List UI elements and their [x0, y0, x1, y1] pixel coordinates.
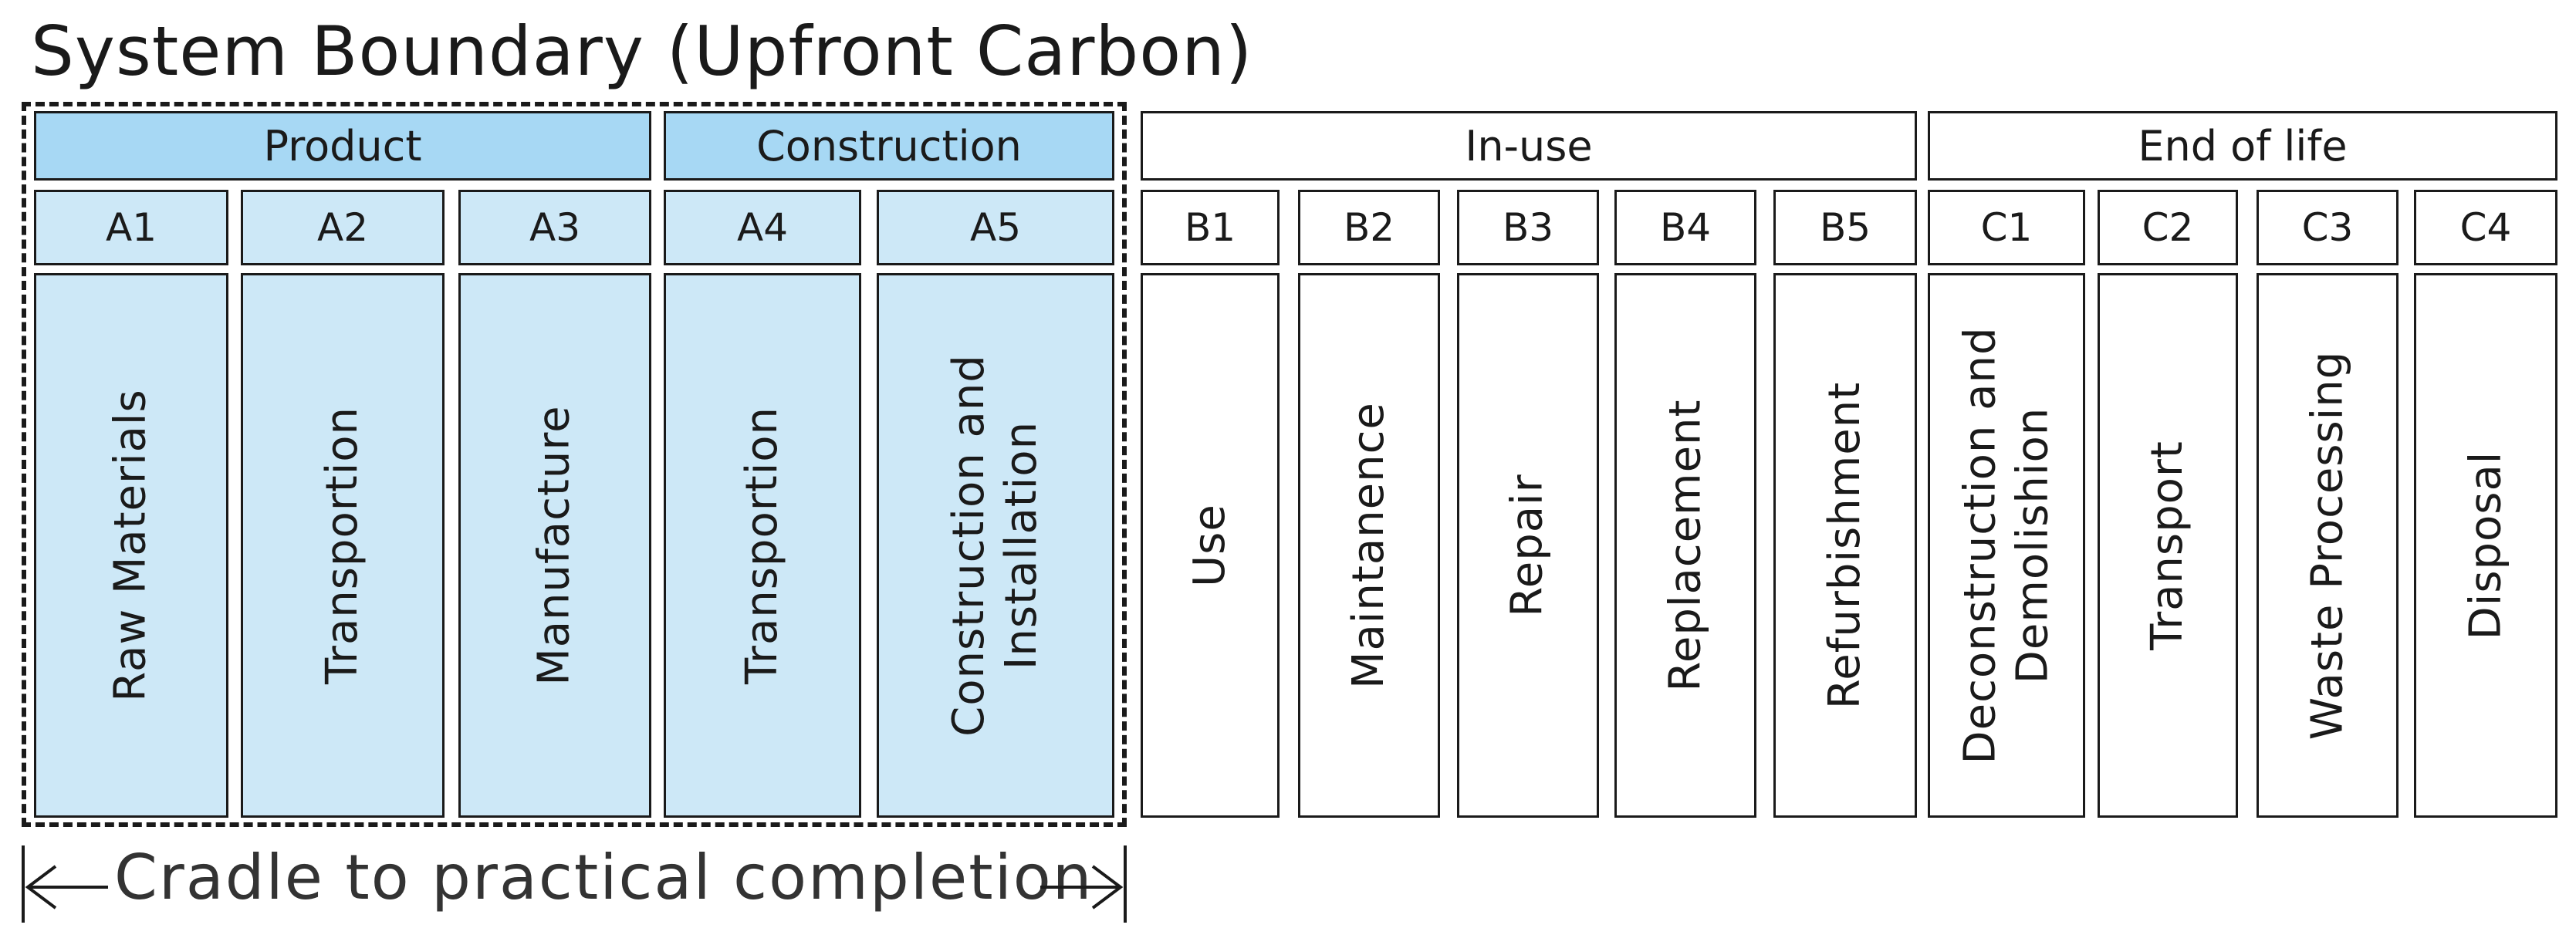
module-box-a5: Construction and Installation [877, 273, 1114, 818]
module-label-a4: Transportion [737, 406, 787, 685]
module-code-b4: B4 [1614, 190, 1756, 265]
module-code-a5: A5 [877, 190, 1114, 265]
module-label-a2: Transportion [317, 406, 367, 685]
module-label-b3: Repair [1503, 474, 1553, 617]
module-code-c4: C4 [2414, 190, 2557, 265]
cradle-to-practical-completion-label: Cradle to practical completion [114, 842, 1094, 913]
module-code-b1: B1 [1141, 190, 1280, 265]
span-left-tick [22, 845, 25, 923]
left-arrow-icon [25, 865, 108, 910]
span-right-tick [1124, 845, 1127, 923]
module-box-b5: Refurbishment [1773, 273, 1917, 818]
module-code-c2: C2 [2098, 190, 2238, 265]
module-label-b1: Use [1185, 504, 1235, 587]
module-box-a3: Manufacture [458, 273, 651, 818]
module-box-b4: Replacement [1614, 273, 1756, 818]
module-box-c2: Transport [2098, 273, 2238, 818]
module-box-b1: Use [1141, 273, 1280, 818]
right-arrow-icon [1040, 865, 1124, 910]
module-box-b3: Repair [1457, 273, 1599, 818]
module-label-c4: Disposal [2460, 451, 2510, 640]
module-code-a2: A2 [241, 190, 445, 265]
module-label-a5: Construction and Installation [943, 354, 1048, 737]
module-code-b3: B3 [1457, 190, 1599, 265]
module-label-b4: Replacement [1660, 399, 1710, 692]
module-code-b5: B5 [1773, 190, 1917, 265]
module-label-a5-line2: Installation [996, 420, 1046, 670]
module-label-a1: Raw Materials [106, 389, 156, 702]
module-label-a3: Manufacture [529, 405, 580, 686]
module-box-c1: Deconstruction and Demolishion [1928, 273, 2085, 818]
module-label-b2: Maintanence [1344, 402, 1394, 689]
stage-end-of-life: End of life [1928, 111, 2557, 181]
module-label-c2: Transport [2142, 440, 2192, 650]
module-label-c1-line1: Deconstruction and [1955, 326, 2006, 764]
module-box-c3: Waste Processing [2257, 273, 2399, 818]
module-box-a2: Transportion [241, 273, 445, 818]
module-box-c4: Disposal [2414, 273, 2557, 818]
module-code-a1: A1 [34, 190, 228, 265]
module-code-a3: A3 [458, 190, 651, 265]
module-code-a4: A4 [664, 190, 861, 265]
upfront-boundary-dashed-box [22, 102, 1127, 827]
stage-in-use: In-use [1141, 111, 1917, 181]
module-code-c1: C1 [1928, 190, 2085, 265]
module-label-a5-line1: Construction and [944, 354, 994, 737]
module-box-a4: Transportion [664, 273, 861, 818]
stage-construction: Construction [664, 111, 1114, 181]
module-label-b5: Refurbishment [1820, 381, 1870, 710]
module-code-b2: B2 [1298, 190, 1440, 265]
module-code-c3: C3 [2257, 190, 2399, 265]
diagram-title: System Boundary (Upfront Carbon) [31, 12, 1253, 91]
module-label-c3: Waste Processing [2302, 350, 2352, 741]
module-box-b2: Maintanence [1298, 273, 1440, 818]
module-label-c1: Deconstruction and Demolishion [1954, 327, 2059, 764]
module-label-c1-line2: Demolishion [2007, 407, 2058, 684]
module-box-a1: Raw Materials [34, 273, 228, 818]
stage-product: Product [34, 111, 651, 181]
